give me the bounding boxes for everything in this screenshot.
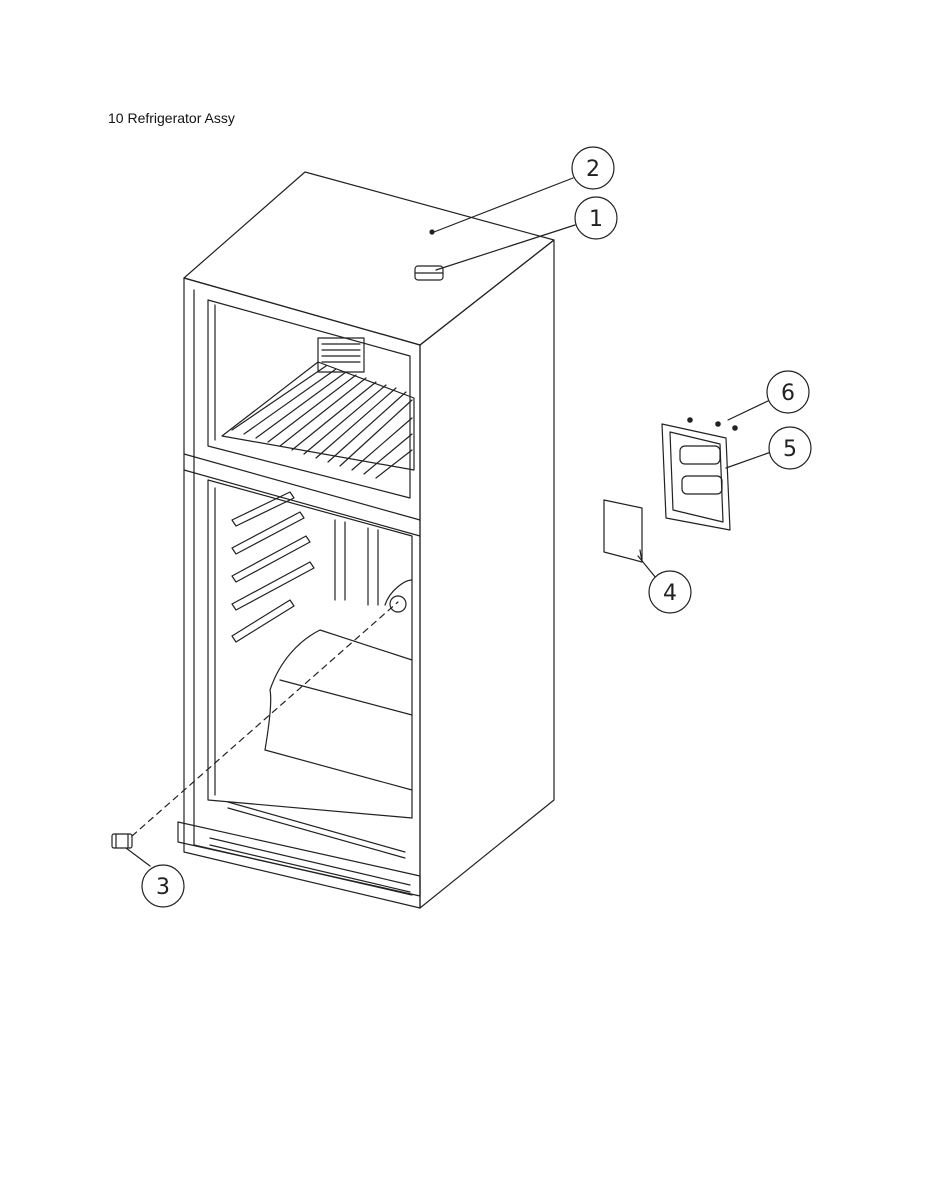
shelf-rails <box>231 491 379 643</box>
part-5-panel <box>661 423 731 531</box>
svg-text:1: 1 <box>589 207 603 232</box>
part-4-cover-plate <box>603 499 643 563</box>
svg-text:4: 4 <box>663 581 677 606</box>
callout-2: 2 <box>571 146 615 190</box>
crisper-cavity <box>264 579 413 791</box>
svg-text:2: 2 <box>586 157 600 182</box>
callout-3: 3 <box>141 864 185 908</box>
part-1-top-sensor <box>414 265 444 281</box>
callout-6: 6 <box>766 370 810 414</box>
svg-text:6: 6 <box>781 381 795 406</box>
svg-text:5: 5 <box>783 437 797 462</box>
callout-5: 5 <box>768 426 812 470</box>
leader-lines <box>125 177 772 867</box>
refrigerator-cabinet <box>177 171 555 909</box>
page-title: 10 Refrigerator Assy <box>108 110 235 126</box>
part-6-screws <box>687 417 738 431</box>
part-3-bracket <box>111 833 133 849</box>
svg-text:3: 3 <box>156 875 170 900</box>
callout-1: 1 <box>574 196 618 240</box>
freezer-shelf <box>221 337 415 479</box>
callout-4: 4 <box>648 570 692 614</box>
